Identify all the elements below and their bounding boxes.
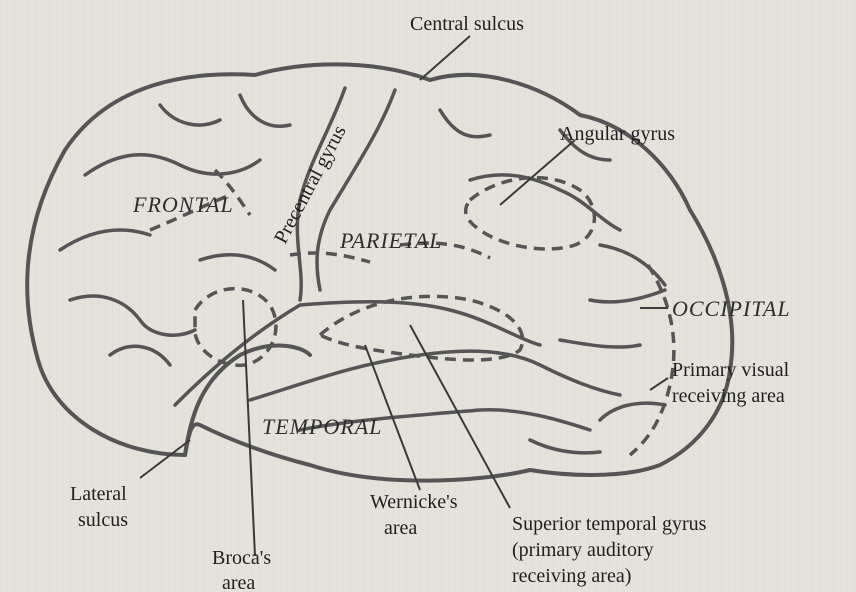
label-primary-visual-1: Primary visual bbox=[672, 359, 790, 381]
angular-gyrus-leader bbox=[500, 140, 575, 205]
occipital-sulcus-3 bbox=[600, 403, 665, 420]
frontal-sulcus-6 bbox=[240, 95, 290, 126]
occipital-sulcus-4 bbox=[530, 440, 600, 453]
label-primary-visual-2: receiving area bbox=[672, 385, 785, 407]
label-occipital-lobe: OCCIPITAL bbox=[672, 296, 791, 321]
label-broca-1: Broca's bbox=[212, 547, 271, 569]
frontal-dashed-gyrus-2 bbox=[290, 253, 370, 262]
label-superior-temporal-3: receiving area) bbox=[512, 565, 631, 587]
label-lateral-sulcus-2: sulcus bbox=[78, 509, 128, 531]
label-lateral-sulcus-1: Lateral bbox=[70, 483, 127, 505]
occipital-sulcus-1 bbox=[590, 290, 665, 302]
label-wernicke-2: area bbox=[384, 517, 417, 539]
lateral-sulcus-leader bbox=[140, 440, 190, 478]
parietal-sulcus-4 bbox=[600, 245, 665, 285]
frontal-sulcus-3 bbox=[70, 296, 195, 335]
label-broca-2: area bbox=[222, 572, 255, 592]
primary-visual-leader bbox=[650, 378, 668, 390]
frontal-sulcus-1 bbox=[85, 155, 260, 175]
parietal-sulcus-1 bbox=[440, 110, 490, 137]
label-angular-gyrus: Angular gyrus bbox=[560, 123, 675, 145]
occipital-sulcus-2 bbox=[560, 340, 640, 347]
label-central-sulcus: Central sulcus bbox=[410, 13, 524, 35]
frontal-sulcus-4 bbox=[110, 346, 170, 365]
frontal-sulcus-5 bbox=[160, 105, 220, 125]
label-superior-temporal-2: (primary auditory bbox=[512, 539, 654, 561]
frontal-sulcus-7 bbox=[200, 255, 275, 270]
frontal-sulcus-2 bbox=[60, 230, 150, 250]
label-frontal-lobe: FRONTAL bbox=[132, 192, 234, 217]
label-wernicke-1: Wernicke's bbox=[370, 491, 458, 513]
label-temporal-lobe: TEMPORAL bbox=[262, 414, 382, 439]
label-precentral-gyrus: Precentral gyrus bbox=[270, 122, 351, 248]
precentral-sulcus-line bbox=[317, 90, 395, 290]
label-parietal-lobe: PARIETAL bbox=[339, 228, 443, 253]
parietal-sulcus-2 bbox=[470, 175, 620, 230]
label-superior-temporal-1: Superior temporal gyrus bbox=[512, 513, 707, 535]
angular-gyrus-outline bbox=[466, 178, 595, 249]
